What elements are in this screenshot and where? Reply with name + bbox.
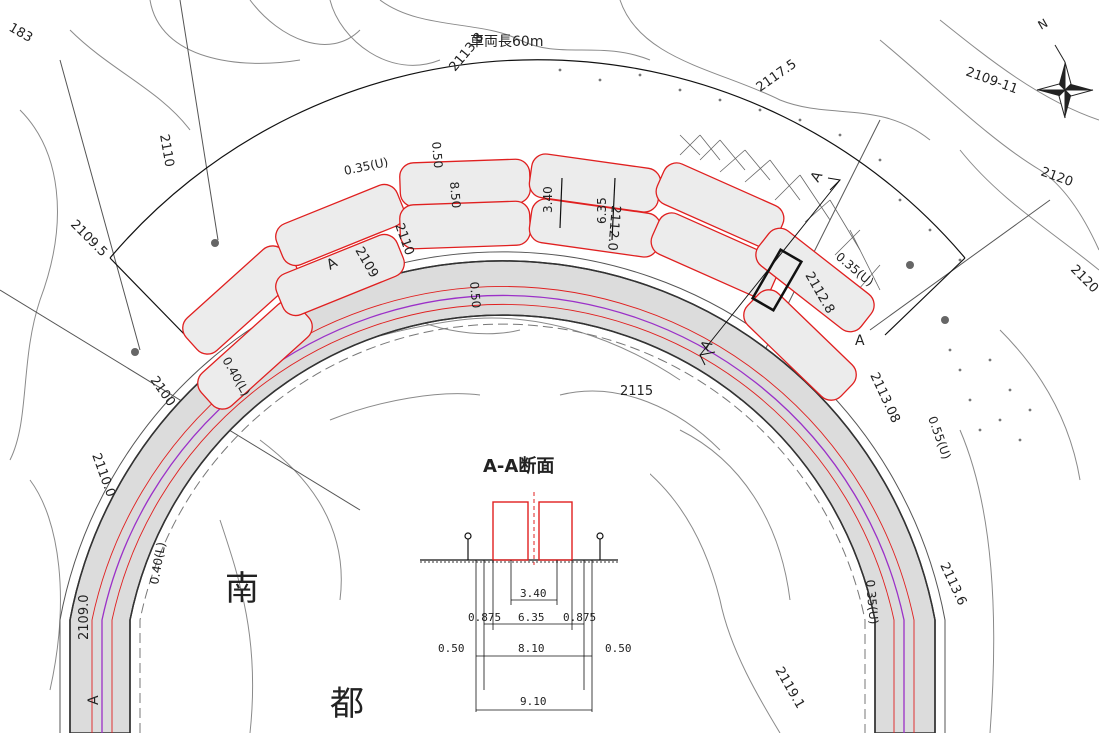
marker-a-right: A xyxy=(855,333,865,349)
cross-section-aa: A-A断面 3.40 0. xyxy=(420,455,632,712)
lane-lines xyxy=(91,286,915,733)
section-dim-0-50-right: 0.50 xyxy=(605,642,632,655)
dim-0-50a: 0.50 xyxy=(429,141,445,169)
station-2100: 2100 xyxy=(147,374,178,410)
gravel-area xyxy=(558,68,1032,442)
station-2113-08: 2113.08 xyxy=(866,370,902,425)
alignment-line xyxy=(101,294,905,733)
vehicle-length-title: 車両長60m xyxy=(470,33,543,50)
road-inner-edge xyxy=(129,314,876,733)
station-2117-5: 2117.5 xyxy=(754,57,800,95)
vehicle-car-11 xyxy=(755,227,875,333)
dim-0-35u-bottom: 0.35(U) xyxy=(863,579,881,625)
section-dim-8-10: 8.10 xyxy=(518,642,545,655)
station-2112-0: 2112.0 xyxy=(604,205,623,252)
road-outer-edge xyxy=(69,260,936,733)
section-dim-3-40: 3.40 xyxy=(520,587,547,600)
place-name-1: 南 xyxy=(225,569,259,609)
section-dim-0-50-left: 0.50 xyxy=(438,642,465,655)
section-dim-0-875-right: 0.875 xyxy=(563,611,596,624)
station-2120-b: 2120 xyxy=(1067,262,1099,296)
vehicle-length-dimension xyxy=(109,59,966,336)
station-2115: 2115 xyxy=(620,384,653,399)
section-dim-6-35: 6.35 xyxy=(518,611,545,624)
shoulder-inner xyxy=(139,323,866,733)
station-2113-8: 2113.8 xyxy=(447,30,488,74)
station-2110-side: 2110 xyxy=(156,133,177,168)
dim-3-40: 3.40 xyxy=(541,186,555,213)
section-title: A-A断面 xyxy=(483,455,554,477)
vehicle-car-4 xyxy=(275,233,405,317)
station-2119-1: 2119.1 xyxy=(772,665,808,712)
place-name-2: 都 xyxy=(330,684,364,724)
vehicle-dimension-ticks xyxy=(559,177,616,241)
vehicle-car-3 xyxy=(275,183,405,267)
section-vehicle-right xyxy=(538,501,573,561)
station-183: 183 xyxy=(6,20,35,45)
vehicle-car-6 xyxy=(399,200,531,250)
section-dim-0-875-left: 0.875 xyxy=(468,611,501,624)
section-pole-right xyxy=(596,532,604,540)
hatched-embankment xyxy=(679,134,881,291)
section-dim-9-10: 9.10 xyxy=(520,695,547,708)
dim-8-50: 8.50 xyxy=(447,181,463,209)
vehicle-car-10 xyxy=(650,212,780,298)
compass-north-label: N xyxy=(1036,16,1051,33)
section-panel xyxy=(390,420,650,733)
place-names: 南 都 xyxy=(225,569,364,724)
station-2120: 2120 xyxy=(1039,165,1075,190)
dim-0-55u: 0.55(U) xyxy=(925,414,954,461)
section-line-aa xyxy=(699,177,842,366)
dim-6-35: 6.35 xyxy=(595,197,609,224)
marker-a-mid: A xyxy=(86,695,102,705)
station-2109-5: 2109.5 xyxy=(67,217,110,260)
marker-a-sec-top: A xyxy=(808,168,827,185)
road-curve xyxy=(59,251,946,733)
dim-0-50b: 0.50 xyxy=(467,281,483,309)
shoulder-outer xyxy=(59,251,946,733)
section-pole-left xyxy=(464,532,472,540)
compass-icon: N xyxy=(1036,16,1094,119)
vehicle-car-5 xyxy=(399,158,531,208)
section-vehicle-left xyxy=(492,501,529,561)
section-cut-box xyxy=(750,248,804,312)
station-2109-11: 2109-11 xyxy=(964,65,1020,98)
dim-0-35u-top: 0.35(U) xyxy=(343,155,390,178)
poles xyxy=(131,239,949,356)
station-2109-0: 2109.0 xyxy=(77,595,92,641)
